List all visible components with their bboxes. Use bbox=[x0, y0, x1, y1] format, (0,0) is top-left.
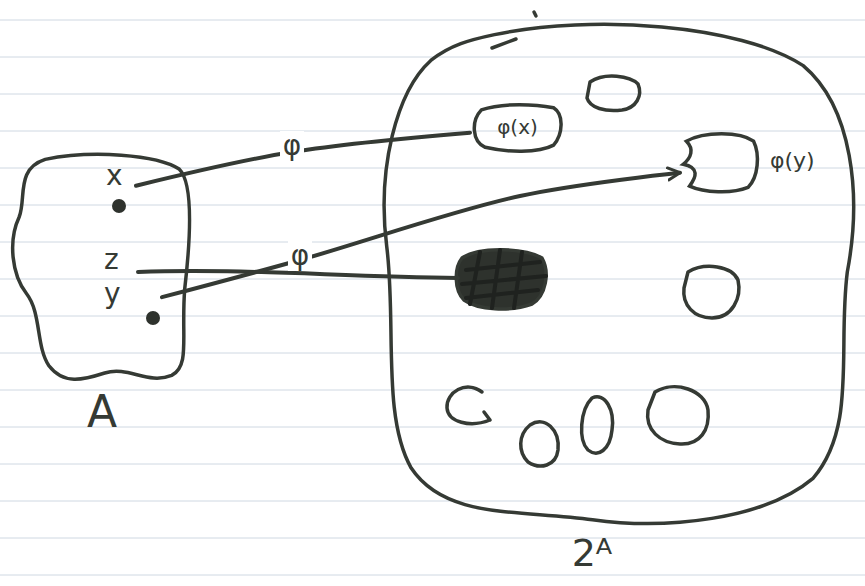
map-name: φ bbox=[280, 131, 304, 162]
ruled-line bbox=[0, 353, 865, 354]
blob-outline bbox=[372, 14, 862, 530]
ruled-line bbox=[0, 464, 865, 465]
set-element: x bbox=[106, 166, 136, 212]
element-dot bbox=[112, 199, 126, 213]
blob-outline bbox=[8, 145, 194, 385]
blob-outline bbox=[13, 154, 190, 379]
set-label: φ(x) bbox=[497, 116, 538, 139]
set-blob: Axzy bbox=[8, 145, 194, 385]
set-element: y bbox=[104, 284, 162, 326]
pen-tick bbox=[534, 12, 536, 16]
set-label: z bbox=[104, 244, 119, 276]
ruled-line bbox=[0, 242, 865, 243]
blob-outline bbox=[474, 105, 561, 151]
set-label: φ(y) bbox=[770, 148, 815, 173]
ruled-line bbox=[0, 168, 865, 169]
label-anchor: φ bbox=[288, 241, 312, 272]
subset-blob bbox=[447, 387, 490, 423]
scribbled-subset bbox=[456, 250, 546, 309]
pen-tick bbox=[492, 39, 516, 48]
mapping-arrow bbox=[162, 173, 680, 298]
set-label: x bbox=[106, 160, 123, 192]
ruled-line bbox=[0, 316, 865, 317]
subset-blob: φ(x) bbox=[470, 100, 565, 155]
ruled-line bbox=[0, 131, 865, 132]
subset-blob: φ(y) bbox=[680, 128, 840, 194]
subset-blob bbox=[648, 387, 709, 444]
blob-outline bbox=[683, 134, 757, 192]
ruled-lines bbox=[0, 20, 865, 575]
subset-blob bbox=[521, 422, 558, 466]
ruled-line bbox=[0, 427, 865, 428]
set-name: A bbox=[87, 387, 117, 438]
element-dot bbox=[146, 311, 160, 325]
ruled-line bbox=[0, 575, 865, 576]
map-name: φ bbox=[288, 241, 312, 272]
ruled-line bbox=[0, 94, 865, 95]
set-name: 2ᴬ bbox=[572, 532, 613, 576]
subset-blob bbox=[582, 397, 613, 453]
ruled-line bbox=[0, 538, 865, 539]
subset-blob bbox=[684, 266, 739, 318]
subset-blob bbox=[587, 76, 640, 110]
set-label: y bbox=[104, 278, 121, 310]
blob-outline bbox=[384, 24, 853, 523]
blob-outline bbox=[680, 128, 760, 194]
scribble-marks bbox=[462, 250, 546, 308]
subset-blobs bbox=[447, 12, 739, 466]
ruled-line bbox=[0, 390, 865, 391]
ruled-line bbox=[0, 205, 865, 206]
label-anchor: φ bbox=[280, 131, 304, 162]
ruled-line bbox=[0, 501, 865, 502]
scribbled-blob bbox=[456, 250, 546, 309]
power-set-blob: 2ᴬφ(x)φ(y) bbox=[372, 14, 862, 530]
ruled-line bbox=[0, 20, 865, 21]
